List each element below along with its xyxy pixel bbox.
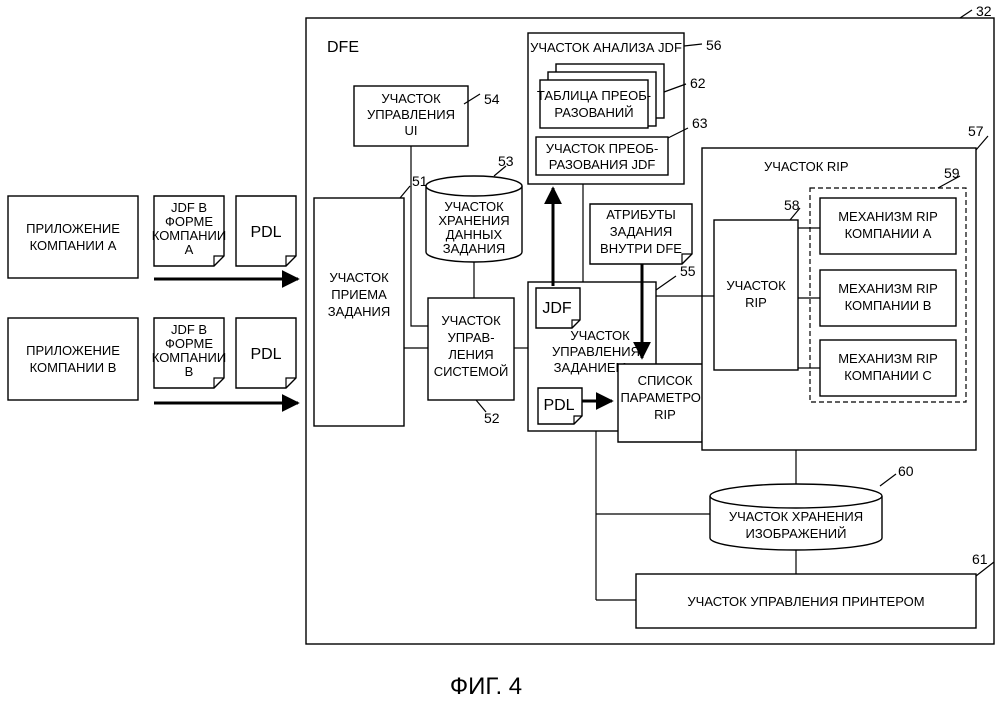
jdf-a-line-1: JDF В [171, 200, 207, 215]
ref-54: 54 [484, 91, 500, 107]
dfe-attributes-line-3: ВНУТРИ DFE [600, 241, 682, 256]
rip-params-line-3: RIP [654, 407, 676, 422]
image-storage-line-2: ИЗОБРАЖЕНИЙ [746, 526, 847, 541]
dfe-label: DFE [327, 39, 359, 56]
printer-control-label: УЧАСТОК УПРАВЛЕНИЯ ПРИНТЕРОМ [687, 594, 924, 609]
jdf-b-line-2: ФОРМЕ [165, 336, 213, 351]
rip-section-title: УЧАСТОК RIP [764, 159, 849, 174]
rip-engine-a-line-2: КОМПАНИИ А [845, 226, 932, 241]
app-b-line-2: КОМПАНИИ В [30, 360, 117, 375]
rip-line-1: УЧАСТОК [726, 278, 786, 293]
job-control-line-1: УЧАСТОК [570, 328, 630, 343]
dfe-attributes-line-2: ЗАДАНИЯ [610, 224, 673, 239]
ref-63: 63 [692, 115, 708, 131]
image-storage-line-1: УЧАСТОК ХРАНЕНИЯ [729, 509, 863, 524]
rip-params-line-1: СПИСОК [638, 373, 693, 388]
app-b-line-1: ПРИЛОЖЕНИЕ [26, 343, 120, 358]
jdf-b-line-1: JDF В [171, 322, 207, 337]
ui-control-line-1: УЧАСТОК [381, 91, 441, 106]
jdf-conversion-line-2: РАЗОВАНИЯ JDF [549, 157, 656, 172]
ref-55: 55 [680, 263, 696, 279]
ref-56: 56 [706, 37, 722, 53]
job-data-storage-line-4: ЗАДАНИЯ [443, 241, 506, 256]
ref-57: 57 [968, 123, 984, 139]
jdf-a-line-3: КОМПАНИИ [152, 228, 226, 243]
app-a-line-2: КОМПАНИИ А [30, 238, 117, 253]
system-control-line-1: УЧАСТОК [441, 313, 501, 328]
ref-61: 61 [972, 551, 988, 567]
job-data-storage-line-2: ХРАНЕНИЯ [438, 213, 509, 228]
system-control-line-3: ЛЕНИЯ [448, 347, 493, 362]
ref-59: 59 [944, 165, 960, 181]
job-data-storage-line-1: УЧАСТОК [444, 199, 504, 214]
pdl-b-label: PDL [250, 346, 281, 363]
system-control-line-4: СИСТЕМОЙ [434, 364, 509, 379]
jdf-a-line-4: А [185, 242, 194, 257]
job-control-line-2: УПРАВЛЕНИЯ [552, 344, 640, 359]
ref-32: 32 [976, 3, 992, 19]
rip-line-2: RIP [745, 295, 767, 310]
rip-engine-a-line-1: МЕХАНИЗМ RIP [838, 209, 938, 224]
app-company-a-box [8, 196, 138, 278]
rip-engine-c-line-1: МЕХАНИЗМ RIP [838, 351, 938, 366]
job-receiving-line-1: УЧАСТОК [329, 270, 389, 285]
system-control-line-2: УПРАВ- [447, 330, 494, 345]
ref-53: 53 [498, 153, 514, 169]
app-a-line-1: ПРИЛОЖЕНИЕ [26, 221, 120, 236]
ref-60: 60 [898, 463, 914, 479]
job-data-storage-line-3: ДАННЫХ [446, 227, 503, 242]
jdf-b-line-3: КОМПАНИИ [152, 350, 226, 365]
pdl-inner-label: PDL [543, 397, 574, 414]
rip-engine-b-line-1: МЕХАНИЗМ RIP [838, 281, 938, 296]
job-control-line-3: ЗАДАНИЕМ [554, 360, 627, 375]
jdf-conversion-line-1: УЧАСТОК ПРЕОБ- [546, 141, 659, 156]
app-company-b-box [8, 318, 138, 400]
ref-62: 62 [690, 75, 706, 91]
ref-52: 52 [484, 410, 500, 426]
job-receiving-line-3: ЗАДАНИЯ [328, 304, 391, 319]
jdf-b-line-4: В [185, 364, 194, 379]
ui-control-line-3: UI [405, 123, 418, 138]
rip-engine-b-line-2: КОМПАНИИ В [845, 298, 932, 313]
job-receiving-line-2: ПРИЕМА [331, 287, 387, 302]
pdl-a-label: PDL [250, 224, 281, 241]
jdf-inner-label: JDF [542, 300, 572, 317]
conversion-table-line-2: РАЗОВАНИЙ [554, 105, 633, 120]
jdf-a-line-2: ФОРМЕ [165, 214, 213, 229]
jdf-analysis-title: УЧАСТОК АНАЛИЗА JDF [530, 40, 682, 55]
figure-caption: ФИГ. 4 [450, 673, 522, 700]
ui-control-line-2: УПРАВЛЕНИЯ [367, 107, 455, 122]
rip-engine-c-line-2: КОМПАНИИ С [844, 368, 931, 383]
dfe-attributes-line-1: АТРИБУТЫ [606, 207, 676, 222]
ref-58: 58 [784, 197, 800, 213]
conversion-table-line-1: ТАБЛИЦА ПРЕОБ- [537, 88, 651, 103]
rip-params-line-2: ПАРАМЕТРОВ [620, 390, 709, 405]
